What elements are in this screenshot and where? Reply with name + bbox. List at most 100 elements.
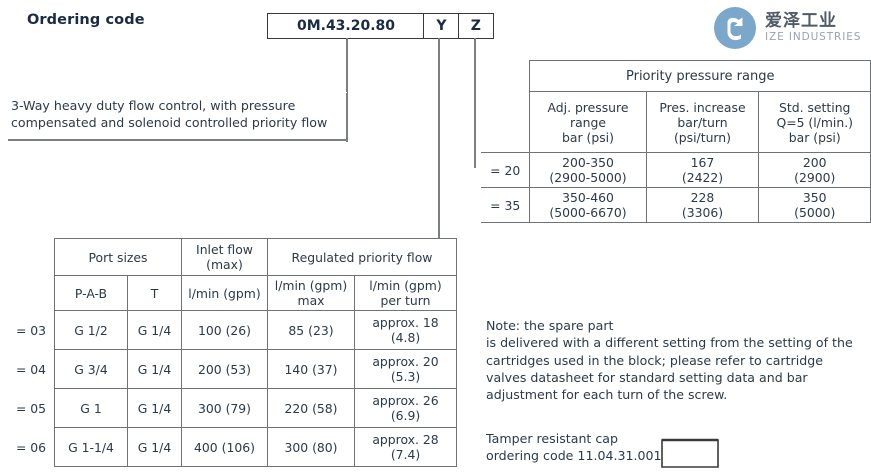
pressure-cell-std-setting-20: 200 (2900) <box>758 152 871 188</box>
connector-main-vertical <box>346 38 348 142</box>
table-row: = 04 G 3/4 G 1/4 200 (53) 140 (37) appro… <box>8 349 457 389</box>
table-row-group-header: Port sizes Inlet flow (max) Regulated pr… <box>8 238 457 276</box>
flow-cell-inlet-03: 100 (26) <box>181 310 268 350</box>
flow-cell-reg-max-06: 300 (80) <box>267 427 355 467</box>
header-line-2: bar/turn <box>677 114 728 130</box>
ordering-code-boxes: 0M.43.20.80 Y Z <box>267 13 494 39</box>
subheader-t: T <box>127 275 182 311</box>
flow-table: Port sizes Inlet flow (max) Regulated pr… <box>8 238 457 467</box>
logo-english-name: IZE INDUSTRIES <box>765 31 862 43</box>
order-code-option-y-box[interactable]: Y <box>423 13 460 39</box>
flow-cell-reg-turn-03: approx. 18 (4.8) <box>354 310 457 350</box>
flow-cell-t-05: G 1/4 <box>127 388 182 428</box>
table-row-group-header: Priority pressure range <box>481 60 871 92</box>
note-line-5: adjustment for each turn of the screw. <box>486 387 728 403</box>
subheader-reg-max: l/min (gpm) max <box>267 275 355 311</box>
flow-cell-reg-turn-05: approx. 26 (6.9) <box>354 388 457 428</box>
pressure-row-key-20: = 20 <box>481 152 530 188</box>
product-description-text: 3-Way heavy duty flow control, with pres… <box>11 98 328 130</box>
table-row: = 05 G 1 G 1/4 300 (79) 220 (58) approx.… <box>8 388 457 428</box>
order-code-main-box[interactable]: 0M.43.20.80 <box>267 13 425 39</box>
description-box-bottom-rule <box>8 139 348 141</box>
value-bar: 200-350 <box>562 155 614 170</box>
flow-cell-pab-04: G 3/4 <box>54 349 128 389</box>
header-adj-pressure-range: Adj. pressure range bar (psi) <box>529 91 647 153</box>
subheader-line-1: l/min (gpm) <box>274 278 348 293</box>
header-std-setting: Std. setting Q=5 (l/min.) bar (psi) <box>758 91 871 153</box>
pressure-cell-adj-range-20: 200-350 (2900-5000) <box>529 152 647 188</box>
header-regulated-priority-flow: Regulated priority flow <box>267 238 457 276</box>
flow-cell-pab-05: G 1 <box>54 388 128 428</box>
order-code-option-z-box[interactable]: Z <box>457 13 494 39</box>
value-bar: 350 <box>802 190 827 205</box>
flow-cell-reg-max-04: 140 (37) <box>267 349 355 389</box>
table-row: = 20 200-350 (2900-5000) 167 (2422) 200 … <box>481 152 871 188</box>
flow-cell-reg-max-03: 85 (23) <box>267 310 355 350</box>
note-line-2: is delivered with a different setting fr… <box>486 335 853 351</box>
flow-cell-pab-06: G 1-1/4 <box>54 427 128 467</box>
pressure-cell-adj-range-35: 350-460 (5000-6670) <box>529 187 647 223</box>
value-psi: (2422) <box>681 170 724 185</box>
connector-y-vertical <box>438 38 440 270</box>
note-line-3: cartridges used in the block; please ref… <box>486 352 823 368</box>
priority-pressure-table-wrap: Priority pressure range Adj. pressure ra… <box>481 60 871 223</box>
note-line-1: Note: the spare part <box>486 318 614 333</box>
flow-cell-inlet-04: 200 (53) <box>181 349 268 389</box>
value-psi: (2900-5000) <box>549 170 627 185</box>
flow-cell-reg-max-05: 220 (58) <box>267 388 355 428</box>
flow-row-key-03: = 03 <box>8 310 55 350</box>
value-psi: (3306) <box>681 205 724 220</box>
header-line-2: (max) <box>206 257 243 272</box>
value-bar: 167 <box>690 155 715 170</box>
spacer-cell <box>8 238 55 276</box>
note-block: Note: the spare part is delivered with a… <box>486 317 868 403</box>
header-line-2: range <box>569 114 606 130</box>
subheader-pab: P-A-B <box>54 275 128 311</box>
company-logo: 爱泽工业 IZE INDUSTRIES <box>714 7 861 49</box>
tamper-resistant-cap-block: Tamper resistant cap ordering code 11.04… <box>486 430 662 465</box>
subheader-line-2: per turn <box>380 293 431 308</box>
flow-cell-inlet-05: 300 (79) <box>181 388 268 428</box>
pressure-row-key-35: = 35 <box>481 187 530 223</box>
swirl-glyph <box>727 17 743 41</box>
subheader-line-2: max <box>297 293 325 308</box>
cap-outline-icon <box>661 438 719 468</box>
flow-cell-reg-turn-06: approx. 28 (7.4) <box>354 427 457 467</box>
subheader-line-1: l/min (gpm) <box>369 278 442 293</box>
header-line-1: Pres. increase <box>659 99 746 115</box>
flow-cell-t-04: G 1/4 <box>127 349 182 389</box>
value-bar: 350-460 <box>562 190 614 205</box>
header-line-3: (psi/turn) <box>673 129 731 145</box>
value-bar: 228 <box>690 190 715 205</box>
table-row: = 03 G 1/2 G 1/4 100 (26) 85 (23) approx… <box>8 310 457 350</box>
priority-pressure-table: Priority pressure range Adj. pressure ra… <box>481 60 871 223</box>
page-title: Ordering code <box>27 12 145 28</box>
flow-row-key-04: = 04 <box>8 349 55 389</box>
note-line-4: valves datasheet for standard setting da… <box>486 369 808 385</box>
header-line-1: Inlet flow <box>196 242 253 257</box>
product-description-box: 3-Way heavy duty flow control, with pres… <box>8 92 347 140</box>
spacer-cell <box>481 60 530 92</box>
pressure-cell-increase-35: 228 (3306) <box>645 187 760 223</box>
connector-z-vertical <box>474 38 476 168</box>
flow-cell-t-06: G 1/4 <box>127 427 182 467</box>
table-row: = 35 350-460 (5000-6670) 228 (3306) 350 … <box>481 187 871 223</box>
flow-table-wrap: Port sizes Inlet flow (max) Regulated pr… <box>8 238 457 467</box>
value-bar: 200 <box>802 155 827 170</box>
spacer-cell <box>481 91 530 153</box>
flow-row-key-05: = 05 <box>8 388 55 428</box>
ize-swirl-icon <box>714 7 756 49</box>
flow-cell-t-03: G 1/4 <box>127 310 182 350</box>
logo-chinese-name: 爱泽工业 <box>765 11 837 31</box>
table-row-sub-headers: P-A-B T l/min (gpm) l/min (gpm) max l/mi… <box>8 275 457 311</box>
priority-pressure-group-header: Priority pressure range <box>529 60 871 92</box>
flow-cell-pab-03: G 1/2 <box>54 310 128 350</box>
pressure-cell-std-setting-35: 350 (5000) <box>758 187 871 223</box>
header-line-3: bar (psi) <box>788 129 841 145</box>
spacer-cell <box>8 275 55 311</box>
header-line-3: bar (psi) <box>562 129 614 145</box>
tamper-cap-ordering-code: ordering code 11.04.31.001 <box>486 448 662 464</box>
flow-row-key-06: = 06 <box>8 427 55 467</box>
pressure-cell-increase-20: 167 (2422) <box>645 152 760 188</box>
header-pressure-increase: Pres. increase bar/turn (psi/turn) <box>645 91 760 153</box>
